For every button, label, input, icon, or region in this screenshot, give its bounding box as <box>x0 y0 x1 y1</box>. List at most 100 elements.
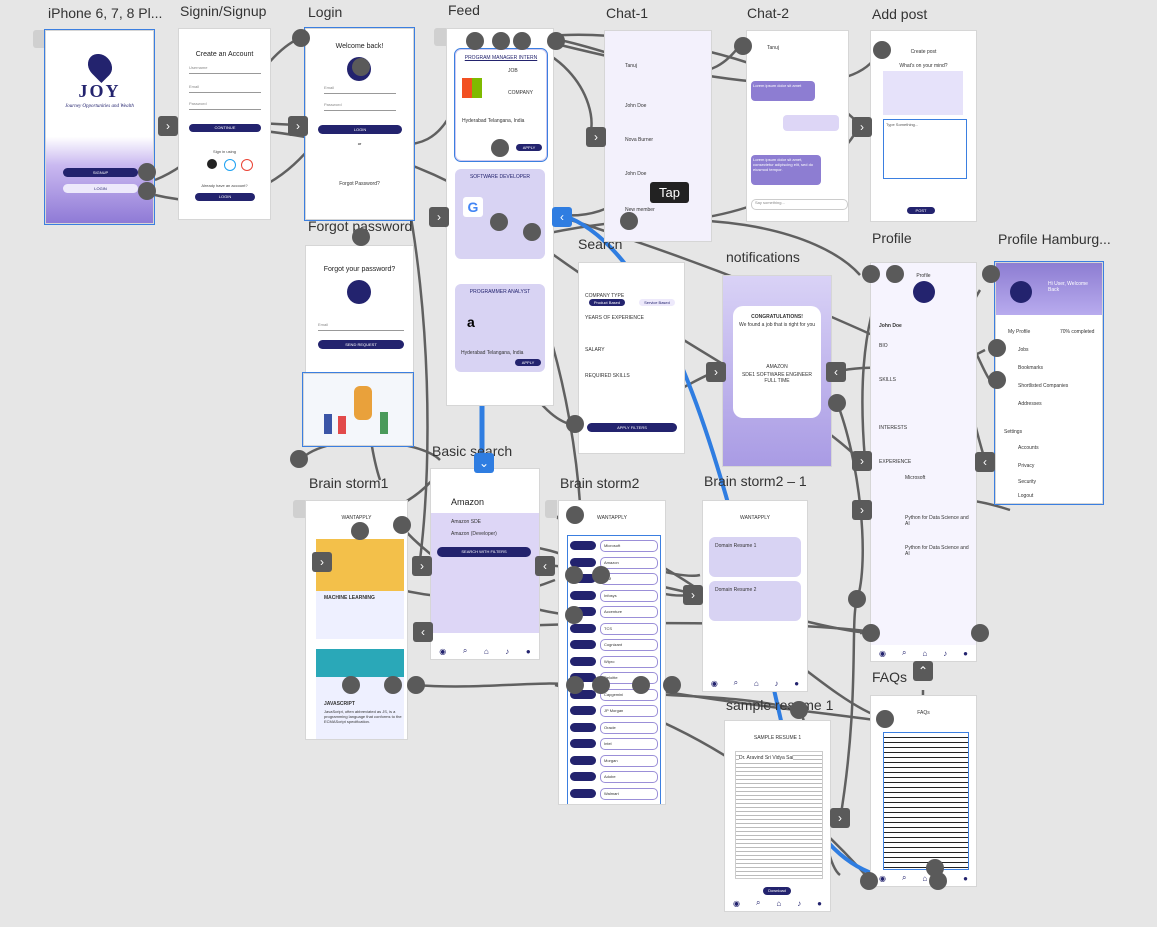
resume-card-1[interactable]: Domain Resume 1 <box>709 537 801 577</box>
resume-card-2[interactable]: Domain Resume 2 <box>709 581 801 621</box>
my-profile-label: My Profile <box>1008 329 1031 335</box>
continue-button[interactable]: CONTINUE <box>189 124 261 132</box>
company-row[interactable]: Intel <box>570 738 658 750</box>
apply-pill[interactable] <box>570 541 596 550</box>
menu-privacy[interactable]: Privacy <box>1018 463 1035 469</box>
frame-label-basic: Basic search <box>432 443 513 459</box>
login-password-field[interactable]: Password <box>324 102 396 111</box>
job-card-1[interactable]: PROGRAM MANAGER INTERN JOB COMPANY Hyder… <box>454 48 548 162</box>
send-request-button[interactable]: SEND REQUEST <box>318 340 404 349</box>
company-row[interactable]: Wipro <box>570 655 658 668</box>
github-icon[interactable] <box>207 159 217 169</box>
bottom-nav: ◉⌕⌂♪● <box>871 870 976 886</box>
login-submit-button[interactable]: LOGIN <box>318 125 402 134</box>
company-row[interactable]: Morgan <box>570 754 658 767</box>
resume-card-title: Domain Resume 1 <box>715 543 757 549</box>
google-icon[interactable] <box>241 159 253 171</box>
company-row[interactable]: Microsoft <box>570 540 658 552</box>
menu-addresses[interactable]: Addresses <box>1018 401 1042 407</box>
job-card-3[interactable]: PROGRAMMER ANALYST a Hyderabad Telangana… <box>455 284 545 372</box>
user-avatar <box>1010 281 1032 303</box>
job-label: JOB <box>508 68 542 88</box>
signup-button[interactable]: SIGNUP <box>63 168 138 177</box>
company-row[interactable]: TCS <box>570 622 658 635</box>
apply-button[interactable]: APPLY <box>516 144 542 151</box>
twitter-icon[interactable] <box>224 159 236 171</box>
frame-label-signin: Signin/Signup <box>180 3 267 19</box>
apply-pill[interactable] <box>570 607 596 616</box>
message-input[interactable]: Say something... <box>751 199 848 210</box>
menu-security[interactable]: Security <box>1018 479 1037 485</box>
product-based-chip[interactable]: Product Based <box>589 299 625 306</box>
apply-pill[interactable] <box>570 590 596 600</box>
job-location: Hyderabad Telangana, India <box>461 350 524 356</box>
chevron-right-icon: › <box>706 362 726 382</box>
download-button[interactable]: Download <box>763 887 791 895</box>
apply-pill[interactable] <box>570 574 596 583</box>
company-row[interactable]: Cognizant <box>570 639 658 651</box>
login-link-button[interactable]: LOGIN <box>195 193 255 201</box>
image-upload-area[interactable] <box>883 71 963 115</box>
post-text-input[interactable]: Type Something... <box>883 119 967 179</box>
search-result-2[interactable]: Amazon (Developer) <box>451 531 497 537</box>
service-based-chip[interactable]: Service Based <box>639 299 675 306</box>
apply-pill[interactable] <box>570 788 596 798</box>
menu-accounts[interactable]: Accounts <box>1018 445 1039 451</box>
company-name: Accenture <box>600 606 658 618</box>
company-row[interactable]: Adobe <box>570 771 658 783</box>
apply-pill[interactable] <box>570 623 596 633</box>
menu-bookmarks[interactable]: Bookmarks <box>1018 365 1044 371</box>
search-query[interactable]: Amazon <box>451 497 485 507</box>
chat-bubble: Lorem ipsum dolor sit amet <box>751 81 815 101</box>
bottom-nav: ◉⌕⌂♪● <box>725 895 830 911</box>
addpost-title: Create post <box>910 49 937 55</box>
apply-pill[interactable] <box>570 739 596 748</box>
frame-label-addpost: Add post <box>872 6 928 22</box>
skills-label: REQUIRED SKILLS <box>585 373 630 379</box>
password-field[interactable]: Password <box>189 101 261 110</box>
search-with-filters-button[interactable]: SEARCH WITH FILTERS <box>437 547 531 557</box>
company-row[interactable]: Accenture <box>570 606 658 618</box>
menu-shortlisted[interactable]: Shortlisted Companies <box>1018 383 1069 389</box>
apply-pill[interactable] <box>570 755 596 765</box>
company-row[interactable]: Oracle <box>570 721 658 734</box>
company-row[interactable]: Walmart <box>570 787 658 800</box>
apply-pill[interactable] <box>570 772 596 781</box>
apply-pill[interactable] <box>570 557 596 567</box>
company-row[interactable]: JP Morgan <box>570 705 658 717</box>
username-field[interactable]: Username <box>189 65 261 74</box>
menu-jobs[interactable]: Jobs <box>1018 347 1029 353</box>
apply-pill[interactable] <box>570 656 596 666</box>
chevron-right-icon: › <box>158 116 178 136</box>
company-row[interactable]: IBM <box>570 573 658 585</box>
post-button[interactable]: POST <box>907 207 935 214</box>
company-name: TCS <box>600 622 658 635</box>
company-row[interactable]: Infosys <box>570 589 658 602</box>
frame-label-bs1: Brain storm1 <box>309 475 389 491</box>
login-button[interactable]: LOGIN <box>63 184 138 193</box>
company-row[interactable]: Capgemini <box>570 688 658 701</box>
login-email-field[interactable]: Email <box>324 85 396 94</box>
frame-signup: Create an Account Username Email Passwor… <box>178 28 271 220</box>
apply-pill[interactable] <box>570 706 596 715</box>
welcome-text: Hi User, Welcome Back <box>1048 281 1088 293</box>
frame-basic-search: Amazon Amazon SDE Amazon (Developer) SEA… <box>430 468 540 660</box>
frame-label-notif: notifications <box>726 249 800 265</box>
email-field[interactable]: Email <box>189 84 261 93</box>
forgot-email-field[interactable]: Email <box>318 322 404 331</box>
chevron-left-icon: ‹ <box>975 452 995 472</box>
menu-logout[interactable]: Logout <box>1018 493 1034 499</box>
forgot-password-link[interactable]: Forgot Password? <box>339 181 380 187</box>
apply-button[interactable]: APPLY <box>515 359 541 366</box>
chat-name: Nova Burner <box>625 137 654 143</box>
company-name: Microsoft <box>600 540 658 552</box>
apply-filters-button[interactable]: APPLY FILTERS <box>587 423 677 432</box>
chat-name: Tanuj <box>625 63 637 69</box>
apply-pill[interactable] <box>570 673 596 682</box>
search-result-1[interactable]: Amazon SDE <box>451 519 482 525</box>
apply-pill[interactable] <box>570 640 596 649</box>
or-divider: or <box>357 141 362 146</box>
apply-pill[interactable] <box>570 689 596 699</box>
apply-pill[interactable] <box>570 722 596 732</box>
company-row[interactable]: Amazon <box>570 556 658 569</box>
